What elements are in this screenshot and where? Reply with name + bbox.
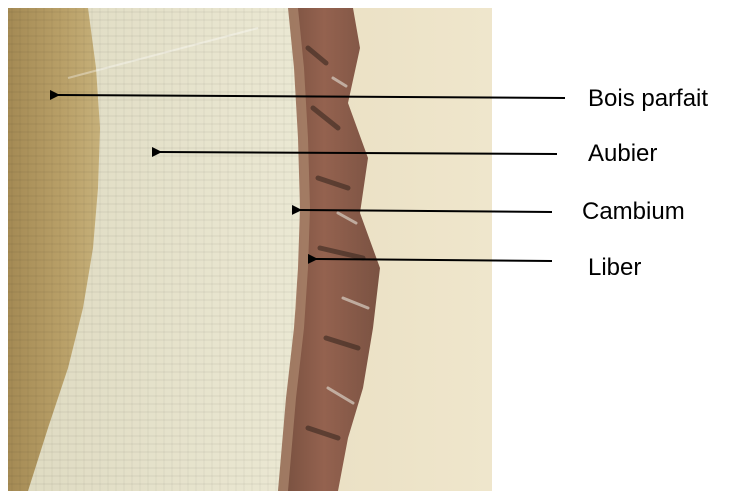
label-sapwood: Aubier	[588, 142, 657, 166]
label-cambium: Cambium	[582, 200, 685, 224]
label-phloem: Liber	[588, 256, 641, 280]
label-heartwood: Bois parfait	[588, 87, 708, 111]
tree-cross-section-photo	[8, 8, 492, 491]
